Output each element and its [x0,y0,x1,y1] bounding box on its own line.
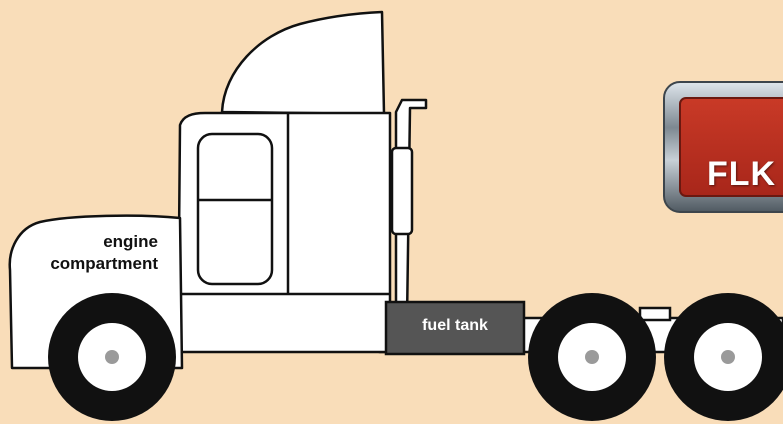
exhaust-muffler [392,148,412,234]
fuel-tank-label: fuel tank [388,317,522,335]
badge-text: FLK [707,155,776,194]
cab-window [198,134,272,284]
rear-wheel-2 [664,293,783,421]
rear-wheel-1 [528,293,656,421]
engine-compartment-label: engine compartment [20,231,158,275]
engine-label-line1: engine [20,231,158,253]
roof-fairing [222,12,384,114]
front-wheel [48,293,176,421]
engine-label-line2: compartment [20,253,158,275]
fifth-wheel [640,308,670,320]
